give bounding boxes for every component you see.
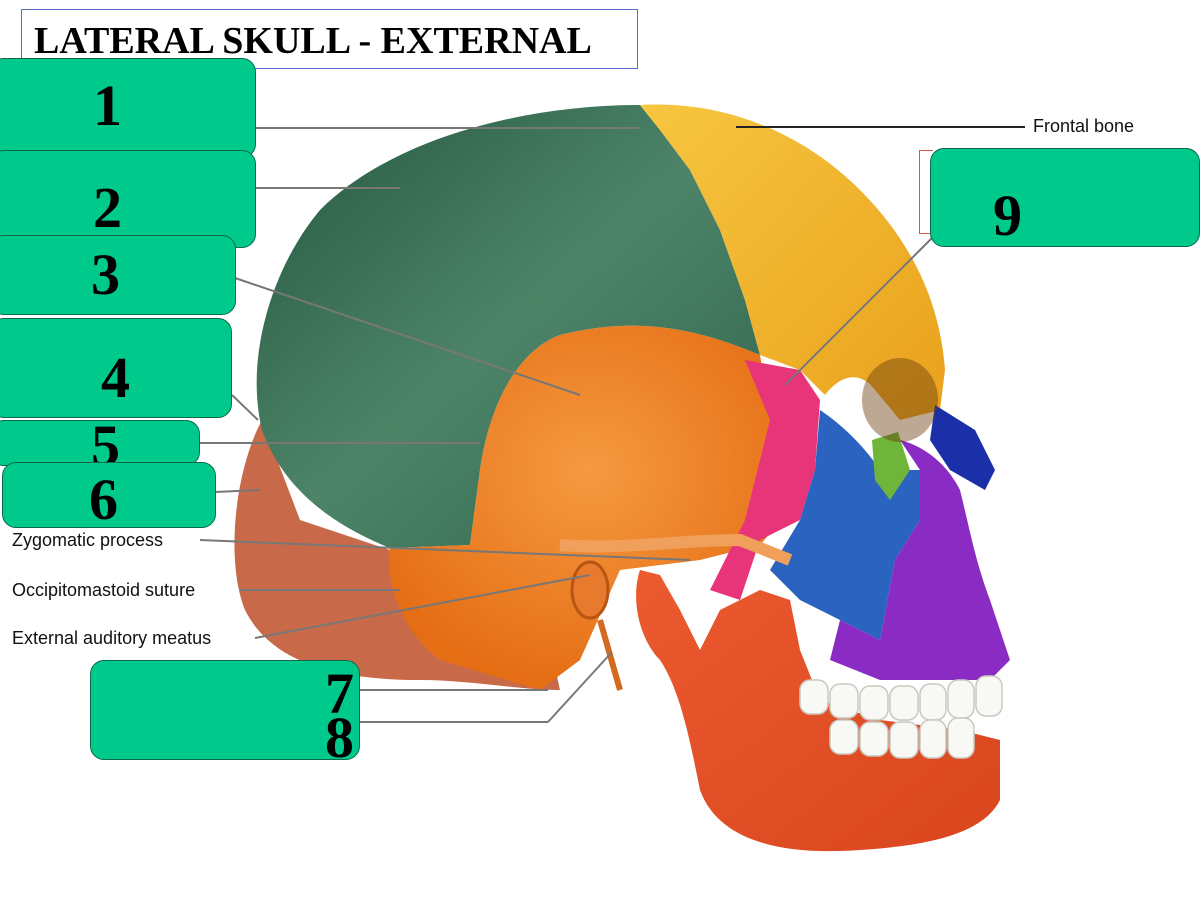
box-number-6: 6 — [89, 467, 118, 532]
maxilla-bone — [830, 440, 1010, 680]
temporal-bone — [389, 325, 790, 690]
frontal-bone — [640, 104, 945, 420]
answer-box-5[interactable]: 5 — [0, 417, 200, 475]
label-frontal-bone: Frontal bone — [1033, 116, 1135, 136]
box-number-7: 7 — [325, 661, 354, 726]
red-frame-fragment — [919, 150, 933, 234]
answer-box-3[interactable]: 3 — [0, 235, 236, 315]
nasal-bone — [930, 405, 995, 490]
answer-box-4[interactable]: 4 — [0, 318, 232, 418]
box-number-4: 4 — [101, 345, 130, 410]
box-number-2: 2 — [93, 175, 122, 240]
label-occipitomastoid-suture: Occipitomastoid suture — [12, 580, 196, 600]
page-title: LATERAL SKULL - EXTERNAL — [34, 20, 592, 62]
parietal-bone — [256, 105, 760, 548]
zygomatic-arch — [559, 533, 793, 566]
answer-box-6[interactable]: 6 — [2, 462, 216, 532]
box-number-3: 3 — [91, 242, 120, 307]
box-number-8: 8 — [325, 705, 354, 770]
leader-lines — [199, 126, 1025, 723]
answer-box-1[interactable]: 1 — [0, 58, 256, 158]
lacrimal-bone — [872, 432, 910, 500]
box-number-1: 1 — [93, 73, 122, 138]
box-number-9: 9 — [993, 183, 1022, 248]
answer-box-7-8[interactable]: 7 8 — [90, 660, 360, 767]
zygomatic-bone — [770, 410, 920, 640]
label-external-auditory-meatus: External auditory meatus — [12, 628, 212, 648]
answer-box-9[interactable]: 9 — [930, 148, 1200, 247]
label-zygomatic-process: Zygomatic process — [12, 530, 164, 550]
teeth — [799, 675, 1003, 759]
auditory-meatus — [570, 560, 610, 620]
title-box: LATERAL SKULL - EXTERNAL — [21, 9, 638, 69]
answer-box-2[interactable]: 2 — [0, 150, 256, 248]
